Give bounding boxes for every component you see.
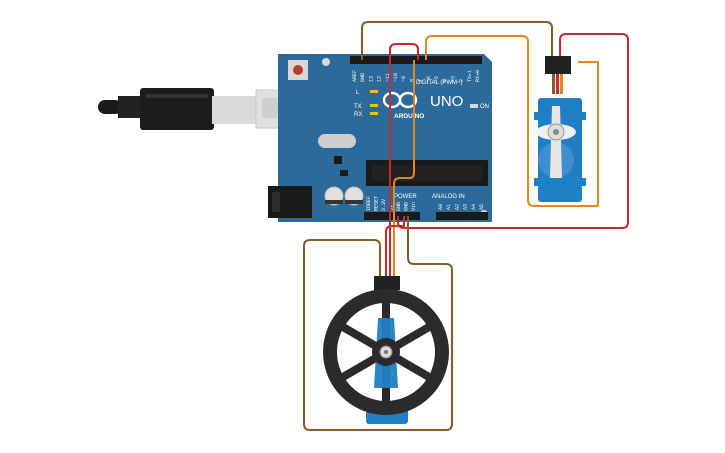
servo-wheel-connector [374, 276, 400, 290]
power-pin-header [364, 212, 420, 220]
top-pin-label-2: 13 [368, 76, 374, 82]
top-pin-label-3: 12 [377, 76, 383, 82]
power-pin-label-4: GND [396, 202, 402, 211]
top-pin-label-4: ~11 [385, 73, 391, 82]
usb-cable [98, 88, 295, 130]
servo-right-connector [545, 56, 571, 74]
top-pin-label-1: GND [360, 73, 366, 82]
top-pin-label-6: ~9 [401, 76, 407, 82]
arduino-board: L TX RX ON ARDUINO UNO DIGITAL (PWM~) AN… [268, 54, 492, 222]
power-pin-label-1: RESET [374, 196, 380, 211]
wire-servo-wheel-power-a [389, 43, 419, 276]
power-pin-label-2: 3.3V [381, 199, 387, 211]
top-pin-label-9: ~6 [426, 76, 432, 82]
label-l: L [356, 90, 360, 96]
top-pin-label-0: AREF [352, 70, 358, 82]
wire-servo-wheel-signal [393, 60, 415, 276]
label-on: ON [480, 104, 489, 110]
top-pin-label-11: 4 [442, 79, 448, 82]
arduino-logo: ARDUINO [382, 91, 424, 120]
top-pin-label-12: ~3 [450, 76, 456, 82]
wire-servo-wheel-power-b [385, 216, 405, 276]
analog-pin-label-0: A0 [438, 204, 444, 210]
wire-servo-wheel-gnd [303, 216, 453, 431]
top-pin-label-10: ~5 [434, 76, 440, 82]
top-pin-label-14: TX▸1 [467, 70, 473, 82]
wire-servo-right-signal [425, 35, 599, 207]
top-pin-label-15: RX◂0 [475, 70, 481, 82]
analog-header: ANALOG IN [432, 194, 465, 200]
analog-pin-label-4: A4 [471, 204, 477, 210]
digital-pin-header [350, 56, 482, 64]
digital-header: DIGITAL (PWM~) [416, 80, 463, 86]
model-text: UNO [430, 93, 463, 110]
analog-pin-label-5: A5 [479, 204, 485, 210]
top-pin-label-8: 7 [418, 79, 424, 82]
wires [303, 21, 629, 431]
analog-pin-label-2: A2 [454, 204, 460, 210]
top-pin-label-13: 2 [459, 79, 465, 82]
label-tx: TX [354, 104, 362, 110]
analog-pin-label-1: A1 [446, 204, 452, 210]
power-pin-label-0: IOREF [366, 196, 372, 211]
servo-right [534, 56, 586, 202]
top-pin-label-5: ~10 [393, 73, 399, 82]
top-pin-label-7: 8 [409, 79, 415, 82]
brand-text: ARDUINO [394, 113, 424, 120]
analog-pin-label-3: A3 [463, 204, 469, 210]
analog-pin-header [436, 212, 488, 220]
wire-servo-right-gnd [361, 21, 553, 60]
power-pin-label-5: GND [404, 202, 410, 211]
wire-servo-right-power [397, 33, 629, 229]
power-pin-label-6: Vin [411, 202, 417, 211]
power-pin-label-3: 5V [389, 205, 395, 211]
power-header: POWER [394, 194, 417, 200]
label-rx: RX [354, 112, 362, 118]
servo-wheel [323, 276, 449, 424]
